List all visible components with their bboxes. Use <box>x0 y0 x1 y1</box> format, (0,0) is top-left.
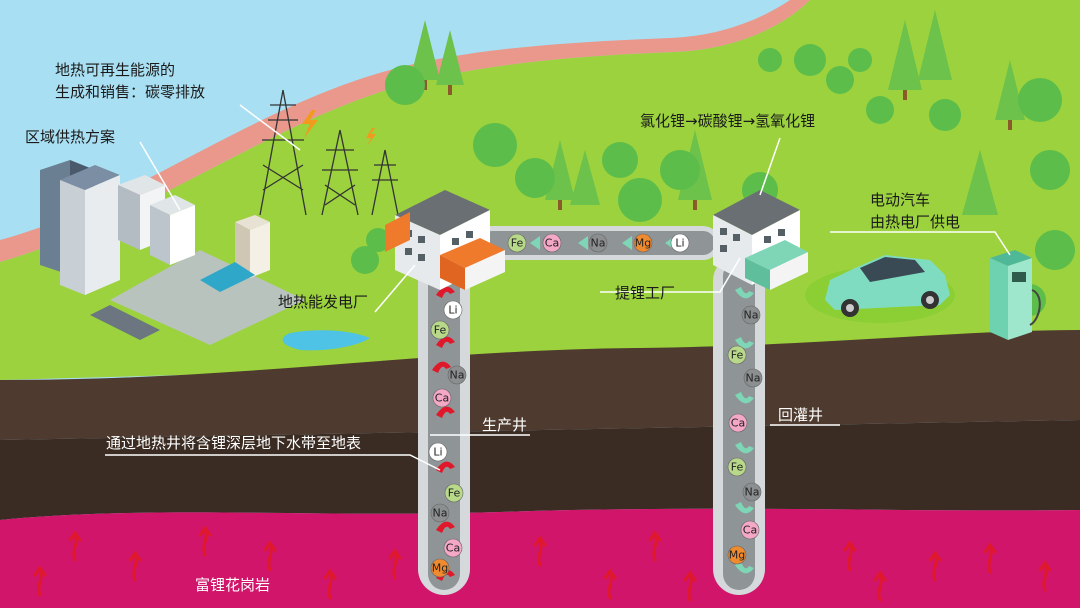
factory-icon <box>713 190 808 290</box>
ion-li: Li <box>443 300 463 320</box>
pond <box>282 330 370 351</box>
ion-symbol: Ca <box>435 392 449 405</box>
ion-symbol: Ca <box>743 524 757 537</box>
ion-symbol: Na <box>745 486 760 499</box>
district-heating-label: 区域供热方案 <box>25 128 115 146</box>
ion-symbol: Mg <box>729 549 745 562</box>
ion-mg: Mg <box>633 233 653 253</box>
renewable-sale-label-1: 地热可再生能源的 <box>55 61 175 79</box>
ion-symbol: Na <box>433 507 448 520</box>
ev-label-1: 电动汽车 <box>870 191 930 209</box>
brine-to-surface-label: 通过地热井将含锂深层地下水带至地表 <box>106 434 361 452</box>
ion-li: Li <box>428 442 448 462</box>
ion-symbol: Li <box>448 304 457 317</box>
ion-symbol: Na <box>450 369 465 382</box>
ion-symbol: Fe <box>448 487 461 500</box>
production-well <box>418 255 470 595</box>
production-well-label: 生产井 <box>482 416 527 434</box>
topsoil-layer <box>0 330 1080 440</box>
ev-label-2: 由热电厂供电 <box>870 213 960 231</box>
ion-symbol: Mg <box>432 562 448 575</box>
ion-symbol: Fe <box>731 461 744 474</box>
ion-ca: Ca <box>443 538 463 558</box>
ion-na: Na <box>588 233 608 253</box>
deep-rock-layer <box>0 420 1080 520</box>
road-band <box>0 0 760 215</box>
building-icon <box>40 160 305 345</box>
pipe-ions: Fe Ca Na Mg Li <box>507 233 690 253</box>
renewable-sale-label-2: 生成和销售：碳零排放 <box>55 83 205 101</box>
heat-arrows <box>33 525 1052 602</box>
leader-lines <box>105 104 1011 471</box>
ion-na: Na <box>742 482 762 502</box>
factory-icon <box>385 190 505 290</box>
ion-symbol: Li <box>433 446 442 459</box>
ion-ca: Ca <box>740 520 760 540</box>
power-pylon-icon <box>259 89 399 216</box>
ion-na: Na <box>743 368 763 388</box>
lightning-icon <box>302 110 376 146</box>
ion-fe: Fe <box>727 457 747 477</box>
ion-symbol: Na <box>591 237 606 250</box>
ion-mg: Mg <box>727 545 747 565</box>
ion-fe: Fe <box>507 233 527 253</box>
ion-na: Na <box>430 503 450 523</box>
downflow-arrows <box>735 287 754 574</box>
lithium-factory-label: 提锂工厂 <box>615 284 675 302</box>
ion-symbol: Na <box>746 372 761 385</box>
ion-symbol: Ca <box>446 542 460 555</box>
ion-symbol: Ca <box>545 237 559 250</box>
ion-li: Li <box>670 233 690 253</box>
ion-fe: Fe <box>444 483 464 503</box>
ion-symbol: Fe <box>731 349 744 362</box>
geothermal-plant-label: 地热能发电厂 <box>278 293 368 311</box>
ion-na: Na <box>741 305 761 325</box>
ion-symbol: Mg <box>635 237 651 250</box>
ion-symbol: Na <box>744 309 759 322</box>
ion-symbol: Fe <box>434 324 447 337</box>
ion-ca: Ca <box>542 233 562 253</box>
ion-fe: Fe <box>727 345 747 365</box>
ion-symbol: Fe <box>511 237 524 250</box>
ion-mg: Mg <box>430 558 450 578</box>
ion-symbol: Li <box>675 237 684 250</box>
granite-label: 富锂花岗岩 <box>195 576 270 594</box>
lithium-chain-label: 氯化锂→碳酸锂→氢氧化锂 <box>640 112 815 130</box>
ion-fe: Fe <box>430 320 450 340</box>
injection-well-label: 回灌井 <box>778 406 823 424</box>
charging-station-icon <box>990 250 1041 340</box>
ion-ca: Ca <box>728 413 748 433</box>
ion-symbol: Ca <box>731 417 745 430</box>
ion-na: Na <box>447 365 467 385</box>
car-icon <box>825 255 950 317</box>
ion-ca: Ca <box>432 388 452 408</box>
